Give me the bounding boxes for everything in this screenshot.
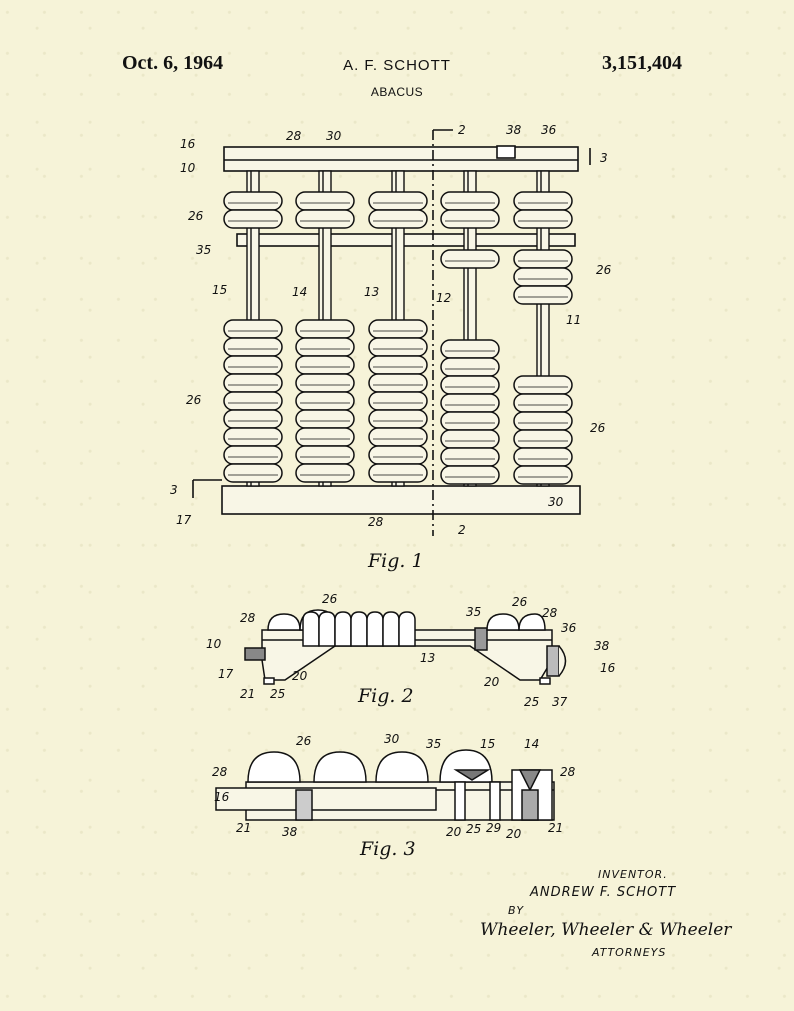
fig1-reference-numeral: 36 xyxy=(541,123,557,137)
fig3-reference-numeral: 21 xyxy=(236,821,251,835)
abacus-bead xyxy=(513,465,573,485)
fig3-reference-numeral: 29 xyxy=(486,821,501,835)
fig3-reference-numeral: 28 xyxy=(212,765,228,779)
figure-1-label: Fig. 1 xyxy=(368,550,424,572)
abacus-bead xyxy=(223,209,283,229)
fig3-reference-numeral: 38 xyxy=(282,825,298,839)
inventor-label: INVENTOR. xyxy=(598,868,668,881)
fig2-reference-numeral: 20 xyxy=(484,675,500,689)
fig1-reference-numeral: 26 xyxy=(186,393,202,407)
abacus-bead xyxy=(368,463,428,483)
fig1-reference-numeral: 10 xyxy=(180,161,196,175)
by-label: BY xyxy=(508,904,525,917)
fig2-reference-numeral: 28 xyxy=(542,606,558,620)
abacus-bead xyxy=(513,209,573,229)
fig2-reference-numeral: 25 xyxy=(524,695,539,709)
fig2-reference-numeral: 10 xyxy=(206,637,222,651)
fig2-reference-numeral: 17 xyxy=(218,667,234,681)
patent-number: 3,151,404 xyxy=(602,52,682,74)
inventor-header: A. F. SCHOTT xyxy=(343,57,451,74)
fig2-reference-numeral: 36 xyxy=(561,621,577,635)
abacus-bead xyxy=(513,285,573,305)
abacus-bead xyxy=(440,249,500,269)
fig2-reference-numeral: 25 xyxy=(270,687,285,701)
fig1-reference-numeral: 28 xyxy=(286,129,302,143)
inventor-name: ANDREW F. SCHOTT xyxy=(530,885,677,900)
fig1-reference-numeral: 26 xyxy=(590,421,606,435)
patent-title: ABACUS xyxy=(370,85,424,99)
fig1-reference-numeral: 3 xyxy=(600,151,608,165)
fig1-reference-numeral: 16 xyxy=(180,137,196,151)
attorney-signature: Wheeler, Wheeler & Wheeler xyxy=(480,920,732,940)
fig1-reference-numeral: 2 xyxy=(458,123,466,137)
fig3-reference-numeral: 21 xyxy=(548,821,563,835)
fig1-reference-numeral: 38 xyxy=(506,123,522,137)
fig1-reference-numeral: 26 xyxy=(596,263,612,277)
abacus-bead xyxy=(440,209,500,229)
attorneys-label: ATTORNEYS xyxy=(592,946,667,959)
fig3-reference-numeral: 14 xyxy=(524,737,539,751)
patent-date: Oct. 6, 1964 xyxy=(122,52,224,74)
fig1-reference-numeral: 30 xyxy=(326,129,342,143)
fig1-reference-numeral: 11 xyxy=(566,313,581,327)
fig2-reference-numeral: 35 xyxy=(466,605,481,619)
fig2-reference-numeral: 26 xyxy=(322,592,338,606)
fig3-reference-numeral: 25 xyxy=(466,822,481,836)
abacus-bead xyxy=(295,463,355,483)
fig1-reference-numeral: 17 xyxy=(176,513,192,527)
fig2-reference-numeral: 21 xyxy=(240,687,255,701)
fig3-reference-numeral: 35 xyxy=(426,737,441,751)
figure-2-label: Fig. 2 xyxy=(358,685,414,707)
fig2-reference-numeral: 20 xyxy=(292,669,308,683)
fig1-reference-numeral: 14 xyxy=(292,285,307,299)
fig1-reference-numeral: 28 xyxy=(368,515,384,529)
figure-3-label: Fig. 3 xyxy=(360,838,416,860)
fig3-reference-numeral: 26 xyxy=(296,734,312,748)
fig1-reference-numeral: 15 xyxy=(212,283,227,297)
fig3-reference-numeral: 15 xyxy=(480,737,495,751)
fig1-reference-numeral: 3 xyxy=(170,483,178,497)
fig3-reference-numeral: 28 xyxy=(560,765,576,779)
fig1-reference-numeral: 12 xyxy=(436,291,451,305)
fig1-reference-numeral: 26 xyxy=(188,209,204,223)
fig2-reference-numeral: 38 xyxy=(594,639,610,653)
fig2-reference-numeral: 28 xyxy=(240,611,256,625)
abacus-bead xyxy=(223,463,283,483)
fig1-reference-numeral: 35 xyxy=(196,243,211,257)
abacus-bead xyxy=(440,465,500,485)
fig3-reference-numeral: 20 xyxy=(446,825,462,839)
fig3-reference-numeral: 16 xyxy=(214,790,230,804)
fig2-reference-numeral: 26 xyxy=(512,595,528,609)
abacus-bead xyxy=(295,209,355,229)
abacus-bead xyxy=(368,209,428,229)
fig3-reference-numeral: 30 xyxy=(384,732,400,746)
fig1-reference-numeral: 30 xyxy=(548,495,564,509)
fig2-reference-numeral: 13 xyxy=(420,651,435,665)
fig3-reference-numeral: 20 xyxy=(506,827,522,841)
fig1-reference-numeral: 13 xyxy=(364,285,379,299)
fig2-reference-numeral: 16 xyxy=(600,661,616,675)
fig2-reference-numeral: 37 xyxy=(552,695,568,709)
fig1-reference-numeral: 2 xyxy=(458,523,466,537)
